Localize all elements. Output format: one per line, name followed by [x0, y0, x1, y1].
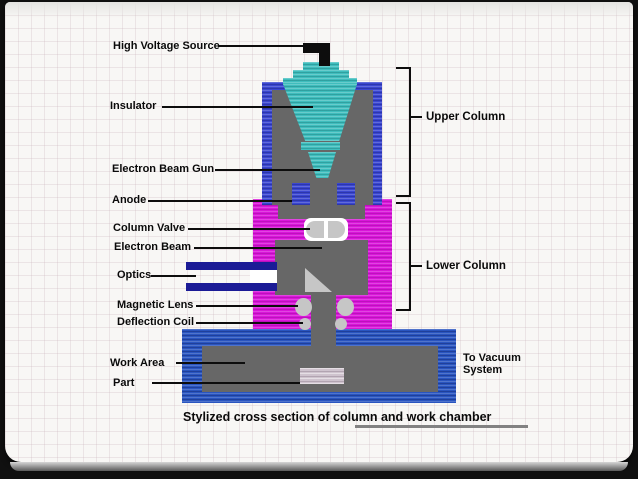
part-workpiece	[300, 368, 344, 384]
slide-bottom-tray	[10, 462, 628, 471]
leader-high-voltage-source	[218, 45, 304, 47]
label-anode: Anode	[112, 194, 147, 206]
magnetic-lens-right	[337, 298, 354, 316]
lower-column-bracket	[409, 202, 411, 311]
lower-column-bracket-tick-bottom	[396, 309, 409, 311]
leader-electron-beam-gun	[215, 169, 320, 171]
insulator-step-3	[283, 78, 357, 85]
anode-plate	[278, 205, 365, 219]
label-optics: Optics	[117, 269, 152, 281]
label-upper-column: Upper Column	[426, 111, 506, 123]
vacuum-label-line1: To Vacuum	[463, 352, 521, 364]
slide-top-shading	[5, 2, 633, 18]
label-part: Part	[113, 377, 135, 389]
caption-underline	[355, 425, 528, 428]
vacuum-label-line2: System	[463, 364, 503, 376]
label-work-area: Work Area	[110, 357, 165, 369]
hv-cable-vertical	[319, 43, 330, 66]
upper-column-foot-left	[272, 183, 292, 205]
label-deflection-coil: Deflection Coil	[117, 316, 195, 328]
diagram-caption: Stylized cross section of column and wor…	[183, 410, 492, 424]
leader-deflection-coil	[196, 322, 303, 324]
leader-magnetic-lens	[196, 305, 298, 307]
label-electron-beam: Electron Beam	[114, 241, 192, 253]
column-valve-right	[328, 221, 345, 238]
lower-column-bracket-tick-top	[396, 202, 409, 204]
gun-collar	[301, 142, 340, 150]
leader-column-valve	[188, 228, 310, 230]
leader-work-area	[176, 362, 245, 364]
upper-column-bracket-tick-mid	[411, 116, 422, 118]
column-valve-left	[306, 221, 324, 238]
lower-column-bracket-tick-mid	[411, 265, 422, 267]
leader-optics	[151, 275, 196, 277]
insulator-step-1	[303, 62, 339, 71]
magnetic-lens-left	[295, 298, 312, 316]
label-to-vacuum-system: To Vacuum System	[463, 352, 521, 376]
deflection-coil-right	[335, 318, 347, 330]
label-lower-column: Lower Column	[426, 260, 506, 272]
label-electron-beam-gun: Electron Beam Gun	[112, 163, 215, 175]
upper-column-bracket-tick-top	[396, 67, 409, 69]
upper-column-bracket-tick-bottom	[396, 195, 409, 197]
label-column-valve: Column Valve	[113, 222, 186, 234]
hv-cable-horizontal	[303, 43, 330, 53]
upper-column-foot-right	[355, 183, 373, 205]
insulator-step-2	[293, 70, 349, 79]
leader-part	[152, 382, 300, 384]
optics-slot	[250, 270, 277, 283]
leader-electron-beam	[194, 247, 322, 249]
upper-column-bracket	[409, 67, 411, 197]
label-insulator: Insulator	[110, 100, 157, 112]
deflection-coil-left	[299, 318, 311, 330]
leader-insulator	[162, 106, 313, 108]
label-magnetic-lens: Magnetic Lens	[117, 299, 194, 311]
optics-bar-bottom	[186, 283, 277, 291]
optics-bar-top	[186, 262, 277, 270]
beam-channel-lower	[311, 295, 336, 347]
label-high-voltage-source: High Voltage Source	[113, 40, 220, 52]
leader-anode	[148, 200, 292, 202]
